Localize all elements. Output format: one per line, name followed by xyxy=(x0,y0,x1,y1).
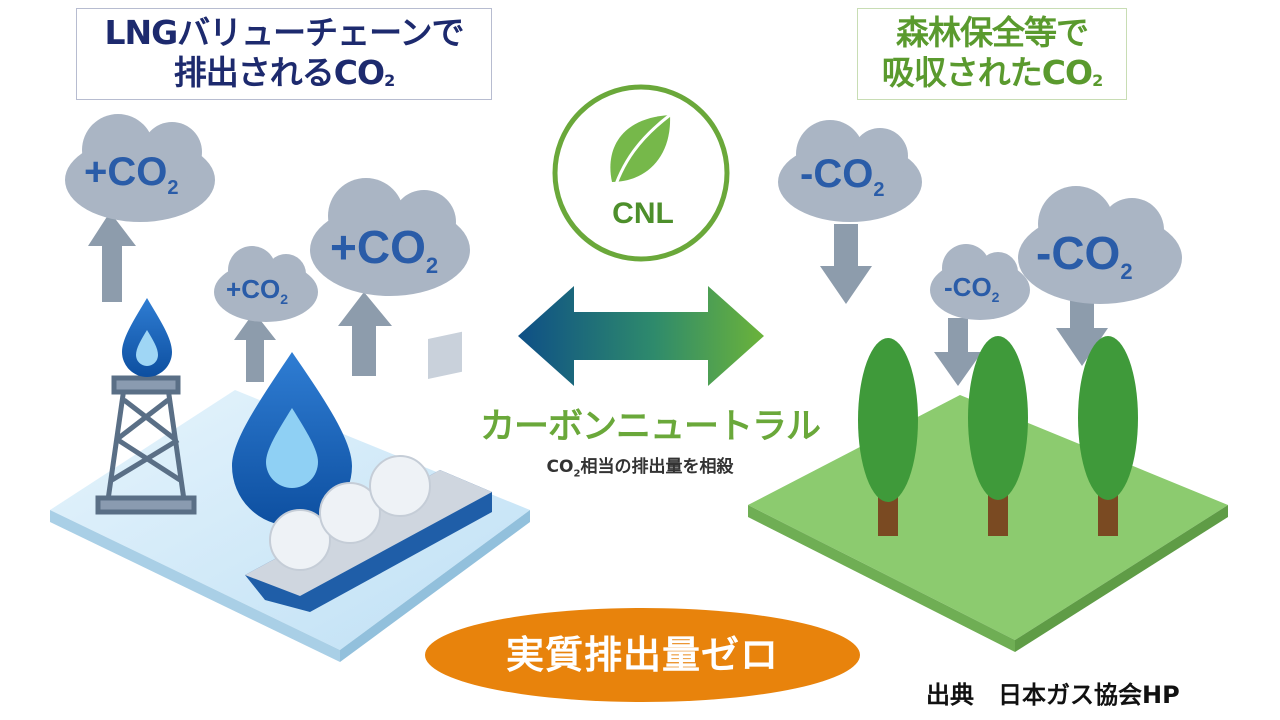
absorption-title-text: 吸収されたCO xyxy=(881,53,1093,92)
cloud-sub: 2 xyxy=(280,291,288,308)
carbon-neutral-subtitle: CO2相当の排出量を相殺 xyxy=(470,452,810,479)
tree-1 xyxy=(858,338,918,536)
up-arrow-1 xyxy=(88,212,136,302)
cloud-emission-3 xyxy=(310,178,470,296)
up-arrow-3 xyxy=(338,292,392,376)
down-arrow-1 xyxy=(820,224,872,304)
cloud-emission-1-label: +CO2 xyxy=(84,150,178,200)
emission-title-sub: 2 xyxy=(384,71,395,90)
subtitle-post: 相当の排出量を相殺 xyxy=(580,457,734,477)
emission-title-box: LNGバリューチェーンで 排出されるCO2 xyxy=(76,8,492,100)
tower-flame xyxy=(122,298,172,377)
emission-title-line1: LNGバリューチェーンで xyxy=(104,13,464,52)
source-credit: 出典 日本ガス協会HP xyxy=(926,681,1180,709)
cloud-text: CO xyxy=(241,274,281,304)
double-arrow xyxy=(518,286,764,386)
cloud-sub: 2 xyxy=(991,289,1000,306)
cloud-absorption-1-label: -CO2 xyxy=(800,152,884,202)
up-arrow-2 xyxy=(234,312,276,382)
absorption-title-box: 森林保全等で 吸収されたCO2 xyxy=(857,8,1127,100)
cloud-emission-3-label: +CO2 xyxy=(330,220,438,279)
cloud-sign: + xyxy=(226,274,242,304)
lng-ship xyxy=(245,331,492,612)
cloud-sub: 2 xyxy=(873,179,885,201)
cloud-sign: + xyxy=(84,150,108,194)
carbon-neutral-title: カーボンニュートラル xyxy=(479,407,821,447)
cnl-label: CNL xyxy=(612,197,674,230)
gas-drop xyxy=(232,352,352,526)
cloud-absorption-3-label: -CO2 xyxy=(1036,226,1133,285)
gas-tower xyxy=(95,375,197,515)
cloud-absorption-1 xyxy=(778,120,922,222)
cloud-sign: - xyxy=(1036,227,1052,279)
cloud-absorption-2 xyxy=(930,244,1030,320)
cloud-sub: 2 xyxy=(167,177,179,199)
down-arrow-2 xyxy=(934,318,982,386)
cloud-absorption-3 xyxy=(1018,186,1182,304)
cloud-emission-2-label: +CO2 xyxy=(226,274,288,307)
subtitle-pre: CO xyxy=(546,457,574,477)
absorption-title-line2: 吸収されたCO2 xyxy=(858,53,1126,101)
cloud-sign: - xyxy=(944,272,953,302)
cloud-sub: 2 xyxy=(1120,259,1133,285)
emission-title-line2: 排出されるCO2 xyxy=(77,53,491,101)
tree-3 xyxy=(1078,336,1138,536)
absorption-title-sub: 2 xyxy=(1092,71,1103,90)
cloud-emission-2 xyxy=(214,246,318,322)
absorption-title-line1: 森林保全等で xyxy=(896,13,1089,52)
cloud-sub: 2 xyxy=(425,253,439,279)
cloud-absorption-2-label: -CO2 xyxy=(944,272,999,305)
cloud-text: CO xyxy=(813,152,874,196)
cloud-text: CO xyxy=(107,150,168,194)
net-zero-badge: 実質排出量ゼロ xyxy=(425,608,860,702)
leaf-icon xyxy=(610,113,671,197)
cloud-emission-1 xyxy=(65,114,215,222)
cloud-text: CO xyxy=(356,221,426,273)
cloud-text: CO xyxy=(1051,227,1121,279)
cloud-sign: + xyxy=(330,221,357,273)
tree-2 xyxy=(968,336,1028,536)
cloud-sign: - xyxy=(800,152,814,196)
subtitle-sub: 2 xyxy=(573,468,581,480)
cloud-text: CO xyxy=(952,272,992,302)
emission-title-text: 排出されるCO xyxy=(173,53,385,92)
